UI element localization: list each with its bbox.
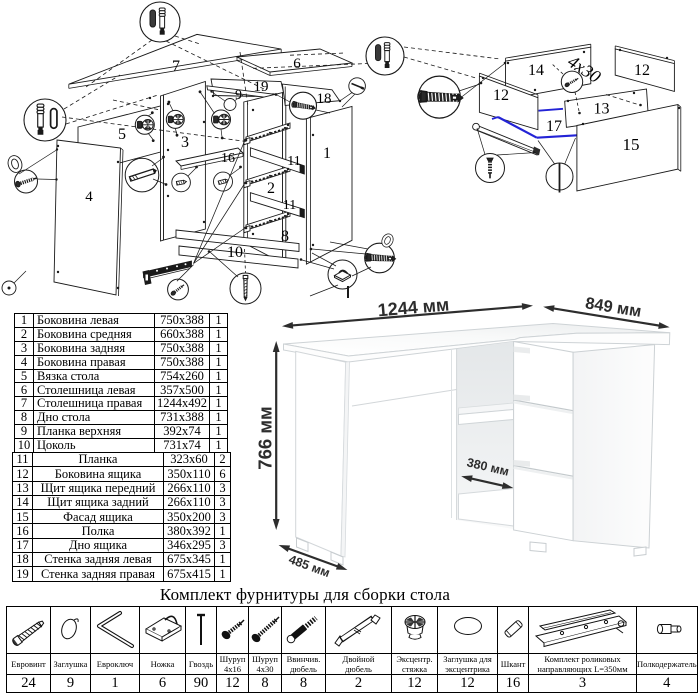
- svg-text:13: 13: [594, 101, 610, 118]
- svg-text:6: 6: [293, 56, 301, 72]
- svg-text:8: 8: [281, 228, 289, 245]
- svg-text:18: 18: [317, 91, 332, 107]
- svg-text:766 мм: 766 мм: [255, 406, 275, 469]
- svg-text:9: 9: [235, 88, 242, 103]
- svg-text:1: 1: [323, 145, 331, 162]
- svg-text:11: 11: [283, 198, 296, 213]
- svg-text:2: 2: [267, 180, 275, 197]
- svg-text:7: 7: [172, 58, 180, 75]
- svg-text:11: 11: [287, 154, 300, 169]
- svg-text:14: 14: [528, 62, 544, 79]
- svg-text:10: 10: [227, 244, 243, 261]
- svg-text:19: 19: [254, 79, 269, 95]
- svg-text:17: 17: [546, 118, 562, 135]
- svg-text:3: 3: [181, 134, 189, 151]
- svg-text:15: 15: [623, 135, 640, 154]
- svg-text:4: 4: [85, 189, 93, 205]
- svg-text:16: 16: [221, 151, 235, 166]
- svg-text:5: 5: [118, 126, 126, 143]
- svg-text:12: 12: [634, 62, 650, 79]
- svg-text:12: 12: [493, 87, 509, 104]
